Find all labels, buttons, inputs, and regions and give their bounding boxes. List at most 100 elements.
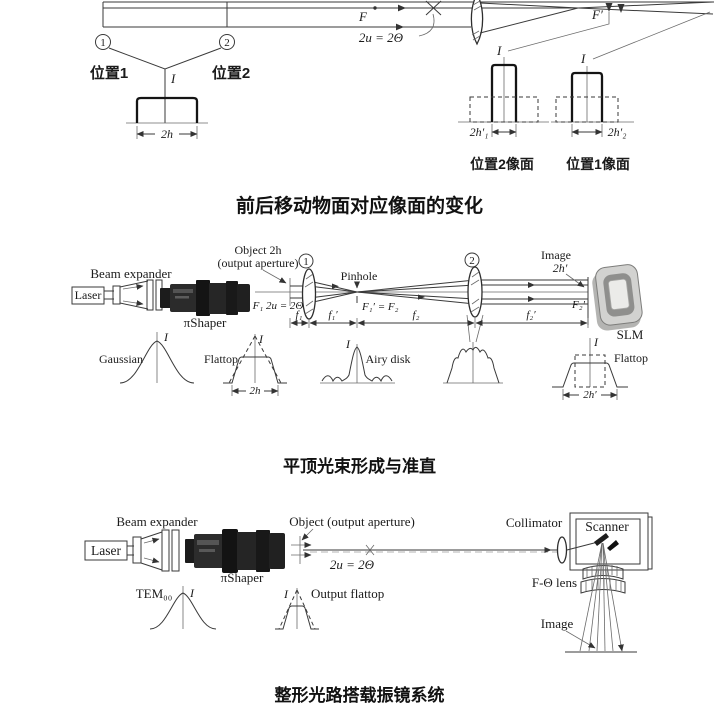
label-dim-2h2-prime: 2h′₂ xyxy=(608,125,627,139)
label-flattop: Flattop xyxy=(204,352,238,366)
label-pinhole-focus: F₁′ = F₂ xyxy=(361,301,399,313)
lens-2-number: 2 xyxy=(469,255,475,267)
expander-output-element xyxy=(161,529,170,572)
label-f1: f₁ xyxy=(296,309,303,321)
image1-flattop-profile xyxy=(490,63,518,122)
expander-output-element xyxy=(146,279,154,311)
label-laser: Laser xyxy=(75,288,102,302)
label-intensity-image1: I xyxy=(496,43,502,58)
label-f1-prime: f₁′ xyxy=(328,309,338,321)
label-position-1: 位置1 xyxy=(90,64,128,82)
label-position1-image-plane: 位置1像面 xyxy=(566,156,630,172)
slm-device xyxy=(592,264,643,331)
gaussian-profile: I Gaussian xyxy=(99,330,195,384)
label-pinhole: Pinhole xyxy=(341,269,378,283)
output-flattop-profile: I Output flattop xyxy=(275,586,384,630)
ray-arrow xyxy=(398,4,406,12)
ray-crossing xyxy=(425,0,442,16)
expander-entry-element xyxy=(112,285,121,305)
flattop-reference-outline xyxy=(574,354,606,388)
expander-output-element xyxy=(171,529,180,572)
laser-box xyxy=(84,540,128,561)
label-intensity-image2: I xyxy=(580,51,586,66)
expander-entry-element xyxy=(132,536,142,564)
label-intensity: I xyxy=(163,330,169,344)
label-front-focus-F: F xyxy=(358,9,368,24)
label-image: Image xyxy=(541,616,574,631)
rippled-flattop-profile xyxy=(443,342,503,384)
lens-2 xyxy=(467,266,483,318)
image-position-arrow xyxy=(605,3,613,12)
label-object-line1: Object 2h xyxy=(235,243,282,257)
label-output-flattop: Output flattop xyxy=(311,586,384,601)
label-dim-2h: 2h xyxy=(161,127,173,141)
image2-reference-outline xyxy=(555,96,619,123)
image-position-arrow xyxy=(617,4,625,13)
label-f2-prime: f₂′ xyxy=(526,309,536,321)
label-object-aperture: Object (output aperture) xyxy=(289,514,415,529)
label-pishaper: πShaper xyxy=(184,315,227,330)
label-position2-image-plane: 位置2像面 xyxy=(470,156,534,172)
scanner-flange xyxy=(647,516,653,570)
lens-1-marker xyxy=(298,253,314,269)
scanner-box-inner xyxy=(575,518,641,565)
lens-2-marker xyxy=(464,252,480,268)
label-gaussian: Gaussian xyxy=(99,352,143,366)
label-dim-2h-prime: 2h′ xyxy=(583,389,597,401)
scan-ray-fan xyxy=(579,542,624,652)
collimator-lens xyxy=(556,536,568,564)
object-flattop-profile xyxy=(135,96,199,123)
label-intensity-object: I xyxy=(170,71,176,86)
label-position-2: 位置2 xyxy=(212,64,250,82)
label-image-line1: Image xyxy=(541,248,571,262)
label-dim-2h: 2h xyxy=(250,385,262,397)
caption-scanner-system: 整形光路搭载振镜系统 xyxy=(274,686,445,705)
position-2-marker xyxy=(219,34,235,50)
label-divergence-angle: 2u = 2Θ xyxy=(330,557,375,572)
label-intensity: I xyxy=(189,586,195,600)
label-divergence-angle: 2u = 2Θ xyxy=(359,30,404,45)
position-2-number: 2 xyxy=(224,37,230,49)
laser-box xyxy=(71,286,105,305)
object-image-shift-diagram: F 1 2 位置1 位置2 I 2h 2u = 2Θ F′ I xyxy=(90,0,714,172)
label-F2-prime: F₂′ xyxy=(571,299,586,311)
label-tem00: TEM₀₀ xyxy=(136,586,173,601)
label-beam-expander: Beam expander xyxy=(90,266,172,281)
label-intensity: I xyxy=(593,335,599,349)
label-slm: SLM xyxy=(617,327,644,342)
label-intensity: I xyxy=(345,337,351,351)
label-back-focus-F-prime: F′ xyxy=(591,7,603,22)
label-image-line2: 2h′ xyxy=(553,261,568,275)
caption-object-image-shift: 前后移动物面对应像面的变化 xyxy=(235,196,483,217)
label-collimator: Collimator xyxy=(506,515,563,530)
image1-reference-outline xyxy=(469,96,539,123)
label-laser: Laser xyxy=(91,543,121,558)
label-front-focus-angle: F₁ 2u = 2Θ xyxy=(252,300,304,312)
ray-arrow xyxy=(396,23,404,31)
flattop-profile-object: I Flattop 2h xyxy=(204,332,287,397)
label-pishaper: πShaper xyxy=(221,570,264,585)
pi-shaper-device xyxy=(160,280,250,316)
label-airy-disk: Airy disk xyxy=(366,352,411,366)
label-f2: f₂ xyxy=(413,309,420,321)
label-intensity: I xyxy=(258,332,264,346)
pi-shaper-device xyxy=(185,529,285,573)
position-1-number: 1 xyxy=(100,37,106,49)
gaussian-profile: I xyxy=(149,586,217,630)
lens-1-number: 1 xyxy=(303,256,309,268)
airy-disk-profile: I Airy disk xyxy=(320,337,411,384)
label-object-line2: (output aperture) xyxy=(218,256,299,270)
label-flattop-image: Flattop xyxy=(614,351,648,365)
f-theta-lens xyxy=(580,565,626,594)
label-intensity: I xyxy=(283,587,289,601)
galvo-mirror-y xyxy=(607,540,619,551)
caption-flattop-formation: 平顶光束形成与准直 xyxy=(283,457,436,476)
label-beam-expander: Beam expander xyxy=(116,514,198,529)
label-scanner: Scanner xyxy=(585,519,629,534)
scanner-system-diagram: Beam expander Laser πShaper TEM₀₀ I xyxy=(84,512,653,653)
relay-lens xyxy=(470,0,484,46)
focal-distance-dimensions: f₁ f₁′ f₂ f₂′ xyxy=(289,309,589,328)
flattop-formation-diagram: Laser Beam expander πShaper Object 2h (o… xyxy=(71,243,648,401)
